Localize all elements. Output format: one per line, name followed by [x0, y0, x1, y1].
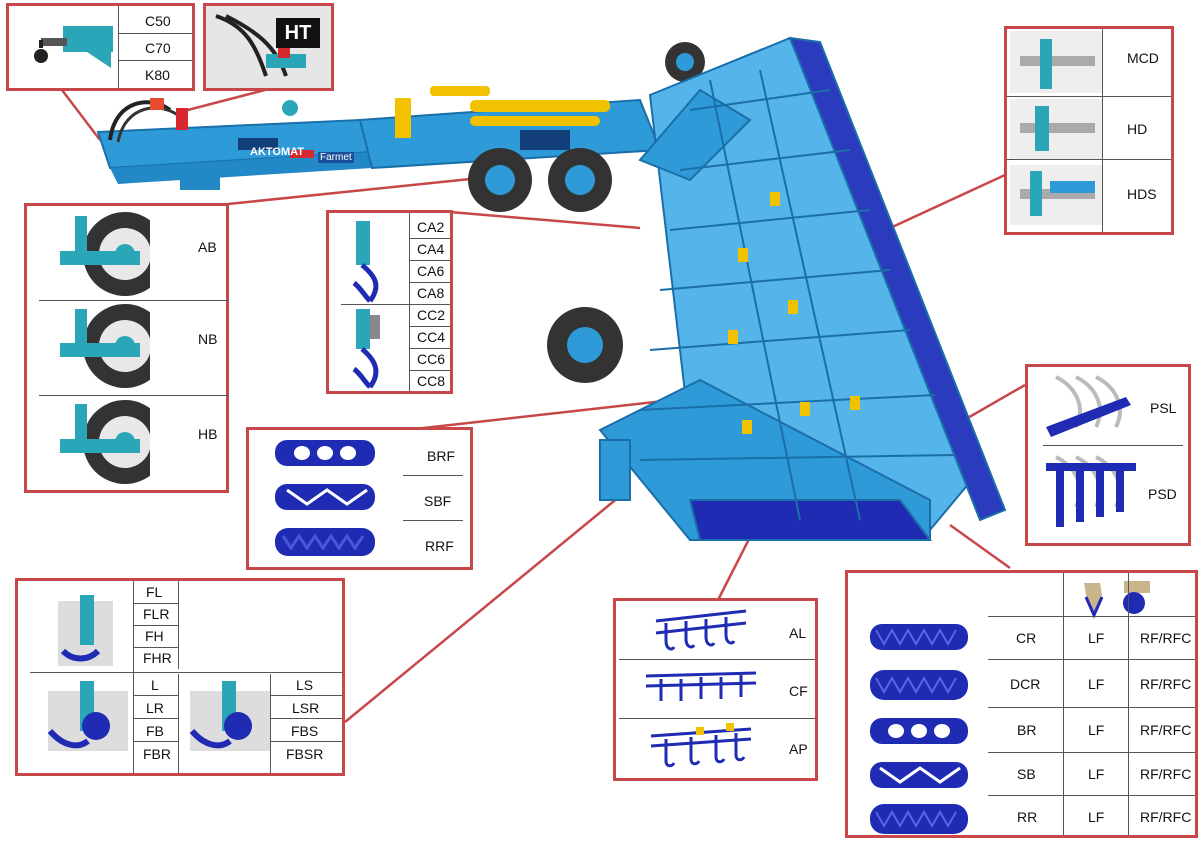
maker-decal: Farmet	[318, 152, 354, 163]
brake-nb: NB	[198, 331, 218, 347]
level-l: L	[151, 677, 159, 693]
rear-roller-sb-rf: RF/RFC	[1140, 766, 1192, 782]
tines-panel: AL CF AP	[613, 598, 818, 781]
rear-roller-cr-lf: LF	[1088, 630, 1105, 646]
level-fb: FB	[146, 723, 164, 739]
rear-roller-rr-rf: RF/RFC	[1140, 809, 1192, 825]
tine-cf: CF	[789, 683, 808, 699]
level-lsr: LSR	[292, 700, 320, 716]
coulter-thumbnails	[352, 221, 380, 389]
hitch-panel: C50 C70 K80	[6, 3, 195, 91]
lf-header-icon	[1082, 575, 1083, 576]
cultivator-frame	[598, 36, 1007, 541]
rear-roller-rr-lf: LF	[1088, 809, 1105, 825]
harrow-panel: PSL PSD	[1025, 364, 1191, 546]
hitch-c50: C50	[145, 13, 171, 29]
brake-hb: HB	[198, 426, 218, 442]
hydraulic-control-panel: MCD HD HDS	[1004, 26, 1174, 235]
level-lr: LR	[146, 700, 164, 716]
rear-roller-br-rf: RF/RFC	[1140, 722, 1192, 738]
tine-ap: AP	[789, 741, 808, 757]
harrow-psl: PSL	[1150, 400, 1177, 416]
brakes-panel: AB NB HB	[24, 203, 229, 493]
hitch-thumbnail	[34, 26, 113, 68]
coulter-cc2: CC2	[417, 307, 446, 323]
coulter-ca6: CA6	[417, 263, 445, 279]
rear-roller-cr-rf: RF/RFC	[1140, 630, 1192, 646]
harrow-psd: PSD	[1148, 486, 1177, 502]
coulter-cc6: CC6	[417, 351, 446, 367]
brand-decal: AKTOMAT	[250, 146, 304, 158]
rear-roller-dcr-rf: RF/RFC	[1140, 676, 1192, 692]
rear-roller-cr: CR	[1016, 630, 1037, 646]
coulter-panel: CA2 CA4 CA6 CA8 CC2 CC4 CC6 CC8	[326, 210, 453, 394]
hydraulic-control-thumbnails	[1010, 31, 1102, 225]
rear-roller-dcr: DCR	[1010, 676, 1041, 692]
harrow-thumbnails	[1046, 375, 1136, 527]
roller-sbf: SBF	[424, 493, 452, 509]
hitch-c70: C70	[145, 40, 171, 56]
hydraulics-panel: HT	[203, 3, 334, 91]
rear-roller-sb: SB	[1017, 766, 1036, 782]
transport-wheels	[468, 42, 705, 383]
coulter-ca4: CA4	[417, 241, 445, 257]
rear-roller-sb-lf: LF	[1088, 766, 1105, 782]
level-ls: LS	[296, 677, 314, 693]
drawbar	[96, 98, 374, 190]
front-roller-panel: BRF SBF RRF	[246, 427, 473, 570]
rf-header-icons	[1084, 581, 1150, 619]
coulter-cc4: CC4	[417, 329, 446, 345]
levelling-thumbnails	[47, 595, 270, 751]
tine-springs	[728, 192, 860, 434]
level-fhr: FHR	[143, 650, 172, 666]
brake-ab: AB	[198, 239, 217, 255]
rear-roller-br: BR	[1017, 722, 1037, 738]
rear-roller-br-lf: LF	[1088, 722, 1105, 738]
levelling-panel: FL FLR FH FHR L LR FB FBR LS LSR FBS FBS…	[15, 578, 345, 776]
level-fl: FL	[146, 584, 163, 600]
rear-roller-rr: RR	[1017, 809, 1038, 825]
hydraulics-label: HT	[276, 18, 320, 48]
coulter-ca2: CA2	[417, 219, 445, 235]
level-fbr: FBR	[143, 746, 171, 762]
coulter-cc8: CC8	[417, 373, 446, 389]
rear-roller-thumbnails	[870, 624, 968, 834]
front-roller-thumbnails	[275, 440, 375, 556]
coulter-ca8: CA8	[417, 285, 445, 301]
hitch-k80: K80	[145, 67, 170, 83]
control-hd: HD	[1127, 121, 1148, 137]
level-fh: FH	[145, 628, 164, 644]
level-flr: FLR	[143, 606, 170, 622]
control-hds: HDS	[1127, 186, 1157, 202]
tine-thumbnails	[645, 609, 757, 768]
rear-roller-panel: CR LF RF/RFC DCR LF RF/RFC BR LF RF/RFC …	[845, 570, 1198, 838]
level-fbs: FBS	[291, 723, 319, 739]
roller-brf: BRF	[427, 448, 455, 464]
brake-thumbnails	[60, 212, 150, 484]
control-mcd: MCD	[1127, 50, 1159, 66]
level-fbsr: FBSR	[286, 746, 324, 762]
tine-al: AL	[789, 625, 807, 641]
roller-rrf: RRF	[425, 538, 454, 554]
rear-roller-dcr-lf: LF	[1088, 676, 1105, 692]
